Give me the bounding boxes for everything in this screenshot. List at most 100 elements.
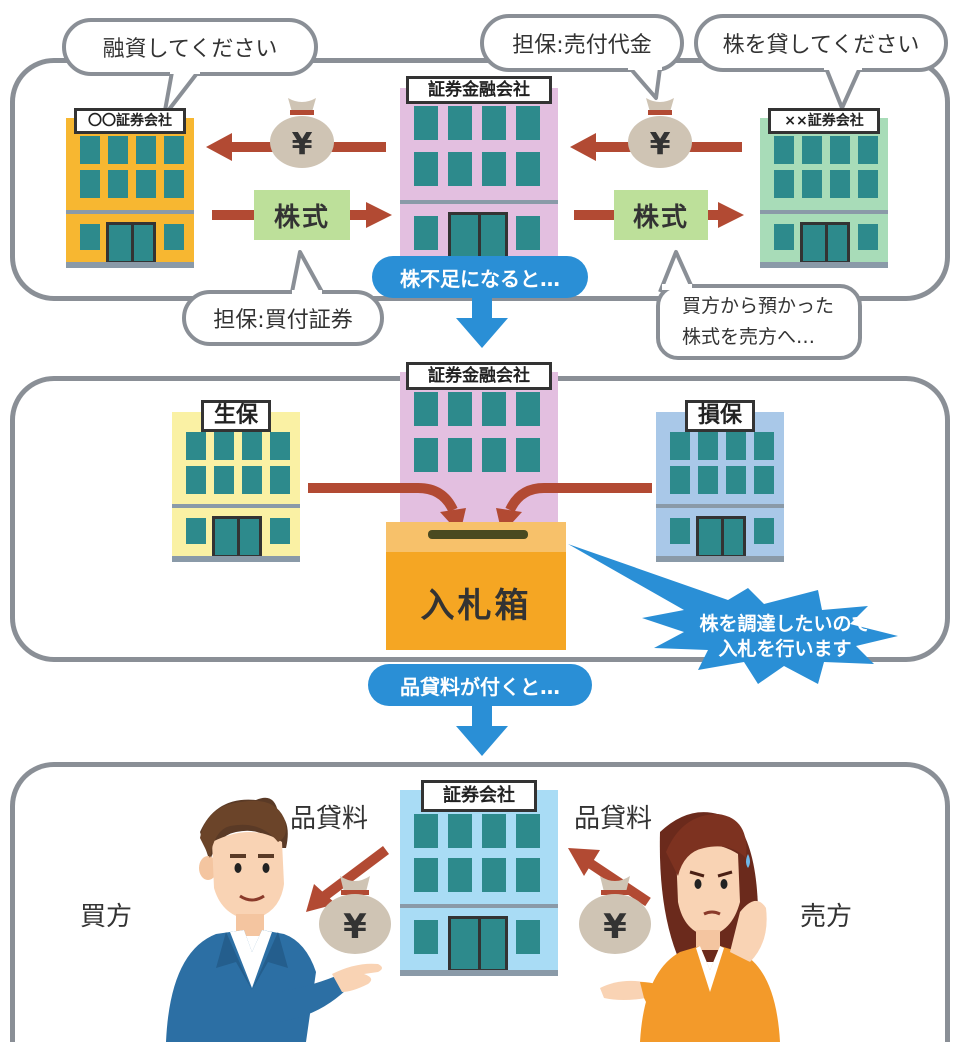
window xyxy=(516,392,540,426)
door xyxy=(800,222,850,264)
nonlife-insurance-building xyxy=(656,412,784,562)
window xyxy=(516,106,540,140)
window xyxy=(482,814,506,848)
window xyxy=(448,814,472,848)
window xyxy=(482,152,506,186)
window xyxy=(80,136,100,164)
window xyxy=(482,858,506,892)
left-company-sign: 〇〇証券会社 xyxy=(74,108,186,134)
down-arrow-1 xyxy=(456,298,508,348)
window xyxy=(414,920,438,954)
window xyxy=(774,136,794,164)
bubble-collateral-securities-tail xyxy=(290,250,324,293)
bubble-collateral-securities: 担保:買付証券 xyxy=(182,290,384,346)
window xyxy=(516,216,540,250)
window xyxy=(858,224,878,250)
stock-box-left: 株式 xyxy=(254,190,350,240)
bubble-collateral-proceeds: 担保:売付代金 xyxy=(480,14,684,72)
fee-label-left: 品貸料 xyxy=(290,804,369,834)
bubble-loan-request: 融資してください xyxy=(62,18,318,76)
window xyxy=(270,432,290,460)
door xyxy=(212,516,262,558)
window xyxy=(414,858,438,892)
transition-fee-text: 品貸料が付くと… xyxy=(400,674,560,699)
window xyxy=(698,432,718,460)
stock-box-right: 株式 xyxy=(614,190,708,240)
door xyxy=(106,222,156,264)
window xyxy=(516,920,540,954)
bid-box-label: 入札箱 xyxy=(420,586,532,626)
window xyxy=(186,432,206,460)
window xyxy=(802,170,822,198)
buyer-man-illustration xyxy=(166,797,382,1042)
window xyxy=(448,438,472,472)
bubble-lend-stock-text: 株を貸してください xyxy=(722,33,920,58)
money-bag-icon: ¥ xyxy=(579,876,651,954)
burst-text: 株を調達したいので 入札を行います xyxy=(690,612,880,662)
securities-company-sign: 証券会社 xyxy=(421,780,537,812)
down-arrow-2 xyxy=(456,706,508,756)
right-securities-company-building xyxy=(760,118,888,268)
nonlife-insurance-sign: 損保 xyxy=(685,400,755,432)
window xyxy=(448,858,472,892)
bid-box-slot xyxy=(428,530,528,539)
center-company-sign-top: 証券金融会社 xyxy=(406,76,552,104)
securities-company-name: 証券会社 xyxy=(443,785,515,806)
life-insurance-building xyxy=(172,412,300,562)
bubble-forward-tail xyxy=(658,250,696,293)
bubble-collateral-securities-tail-cover xyxy=(292,290,322,296)
window xyxy=(670,518,690,544)
burst-callout xyxy=(568,544,898,684)
window xyxy=(448,106,472,140)
burst-line2: 入札を行います xyxy=(718,638,852,660)
window xyxy=(482,392,506,426)
window xyxy=(136,136,156,164)
stock-label-left: 株式 xyxy=(273,202,330,233)
window xyxy=(802,136,822,164)
life-insurance-label: 生保 xyxy=(213,403,258,428)
securities-company-building xyxy=(400,790,558,976)
window xyxy=(80,224,100,250)
window xyxy=(754,518,774,544)
transition-shortage-text: 株不足になると… xyxy=(400,266,560,291)
window xyxy=(414,106,438,140)
window xyxy=(108,170,128,198)
bubble-forward-tail-cover xyxy=(662,284,692,290)
bubble-collateral-proceeds-tail xyxy=(628,64,662,100)
window xyxy=(164,170,184,198)
window xyxy=(414,392,438,426)
window xyxy=(482,438,506,472)
window xyxy=(754,466,774,494)
life-insurance-sign: 生保 xyxy=(201,400,271,432)
window xyxy=(774,224,794,250)
window xyxy=(186,466,206,494)
window xyxy=(516,438,540,472)
window xyxy=(830,136,850,164)
money-bag-icon: ¥ xyxy=(628,98,692,168)
window xyxy=(858,136,878,164)
window xyxy=(214,432,234,460)
seller-label: 売方 xyxy=(800,902,853,932)
window xyxy=(164,224,184,250)
bubble-forward-line1: 買方から預かった xyxy=(682,295,835,317)
window xyxy=(80,170,100,198)
window xyxy=(214,466,234,494)
window xyxy=(516,814,540,848)
window xyxy=(270,466,290,494)
window xyxy=(726,432,746,460)
center-company-name-top: 証券金融会社 xyxy=(428,80,530,100)
window xyxy=(414,216,438,250)
window xyxy=(186,518,206,544)
window xyxy=(670,432,690,460)
bid-box: 入札箱 xyxy=(386,552,566,650)
window xyxy=(670,466,690,494)
fee-label-right: 品貸料 xyxy=(574,804,653,834)
window xyxy=(414,152,438,186)
bubble-collateral-securities-text: 担保:買付証券 xyxy=(213,308,353,333)
window xyxy=(414,814,438,848)
buyer-label: 買方 xyxy=(80,902,133,932)
window xyxy=(242,466,262,494)
window xyxy=(108,136,128,164)
center-company-name-middle: 証券金融会社 xyxy=(428,366,530,386)
window xyxy=(726,466,746,494)
